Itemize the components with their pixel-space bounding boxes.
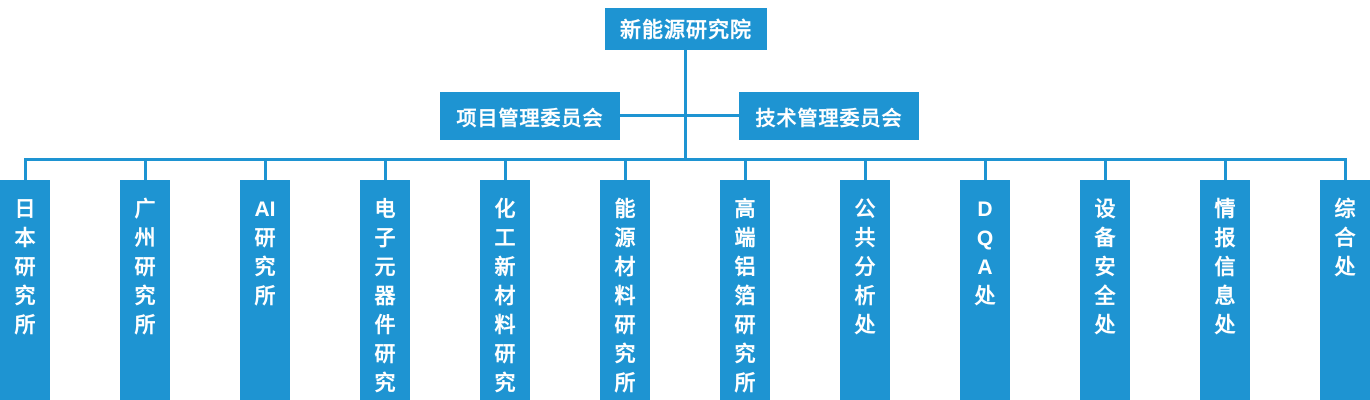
dept-label-char: 新 [494, 256, 516, 279]
dept-label-char: 材 [494, 285, 516, 308]
dept-label-char: 安 [1094, 256, 1116, 279]
dept-label-char: 铝 [734, 256, 756, 279]
dept-label-char: 分 [854, 256, 876, 279]
dept-label-char: 研 [494, 343, 516, 366]
dept-node-1: 日本研究所 [0, 180, 50, 400]
dept-label-char: 端 [734, 227, 756, 250]
connector-dept-drop [744, 158, 747, 181]
connector-dept-drop [384, 158, 387, 181]
dept-label-char: 源 [614, 227, 636, 250]
org-root-node: 新能源研究院 [605, 8, 767, 50]
dept-node-6: 能源材料研究所 [600, 180, 650, 400]
dept-label-char: 报 [1214, 227, 1236, 250]
dept-label-char: 综 [1334, 198, 1356, 221]
dept-label-char: 究 [374, 372, 396, 395]
dept-label-char: 究 [614, 343, 636, 366]
dept-label-char: 能 [614, 198, 636, 221]
dept-label-char: 广 [134, 198, 156, 221]
dept-label-char: 情 [1214, 198, 1236, 221]
dept-label-char: 研 [734, 314, 756, 337]
dept-label-char: 化 [494, 198, 516, 221]
dept-label-char: 所 [14, 314, 36, 337]
dept-node-12: 综合处 [1320, 180, 1370, 400]
dept-label-char: 日 [14, 198, 36, 221]
connector-dept-drop [864, 158, 867, 181]
connector-committee-horizontal [620, 114, 739, 117]
dept-label-char: 究 [734, 343, 756, 366]
dept-label-char: 料 [614, 285, 636, 308]
connector-dept-drop [984, 158, 987, 181]
committee-label: 技术管理委员会 [755, 107, 903, 130]
dept-label-char: 本 [14, 227, 36, 250]
dept-label-char: 合 [1334, 227, 1356, 250]
dept-label-char: AI [254, 198, 276, 221]
dept-label-char: 高 [734, 198, 756, 221]
dept-label-char: 处 [854, 314, 876, 337]
dept-label-char: 所 [614, 372, 636, 395]
dept-node-7: 高端铝箔研究所 [720, 180, 770, 400]
dept-label-char: 器 [374, 285, 396, 308]
dept-label-char: 子 [374, 227, 396, 250]
dept-label-char: 研 [254, 227, 276, 250]
dept-node-5: 化工新材料研究所 [480, 180, 530, 400]
dept-label-char: A [977, 256, 993, 279]
dept-node-4: 电子元器件研究所 [360, 180, 410, 400]
connector-dept-drop [1224, 158, 1227, 181]
dept-label-char: 处 [1094, 314, 1116, 337]
dept-label-char: 箔 [734, 285, 756, 308]
dept-label-char: 究 [494, 372, 516, 395]
dept-label-char: 处 [1334, 256, 1356, 279]
dept-label-char: 元 [374, 256, 396, 279]
dept-node-3: AI 研究所 [240, 180, 290, 400]
dept-label-char: 息 [1214, 285, 1236, 308]
committee-label: 项目管理委员会 [456, 107, 604, 130]
connector-dept-drop [504, 158, 507, 181]
dept-label-char: 处 [1214, 314, 1236, 337]
dept-label-char: 料 [494, 314, 516, 337]
dept-label-char: 所 [254, 285, 276, 308]
dept-node-10: 设备安全处 [1080, 180, 1130, 400]
dept-label-char: 研 [374, 343, 396, 366]
dept-label-char: 件 [374, 314, 396, 337]
connector-dept-drop [144, 158, 147, 181]
dept-label-char: 材 [614, 256, 636, 279]
connector-dept-drop [1344, 158, 1347, 181]
dept-label-char: 工 [494, 227, 516, 250]
dept-node-2: 广州研究所 [120, 180, 170, 400]
dept-label-char: 备 [1094, 227, 1116, 250]
dept-node-11: 情报信息处 [1200, 180, 1250, 400]
dept-label-char: 究 [254, 256, 276, 279]
dept-label-char: 处 [974, 285, 996, 308]
dept-label-char: 电 [374, 198, 396, 221]
committee-node-project-management: 项目管理委员会 [440, 92, 620, 140]
dept-label-char: 究 [134, 285, 156, 308]
org-root-label: 新能源研究院 [620, 19, 752, 42]
dept-label-char: 共 [854, 227, 876, 250]
connector-dept-drop [1104, 158, 1107, 181]
dept-label-char: 研 [614, 314, 636, 337]
dept-label-char: 究 [14, 285, 36, 308]
connector-root-vertical [684, 50, 687, 160]
committee-node-tech-management: 技术管理委员会 [739, 92, 919, 140]
dept-label-char: 研 [14, 256, 36, 279]
connector-dept-drop [264, 158, 267, 181]
connector-dept-drop [24, 158, 27, 181]
connector-dept-drop [624, 158, 627, 181]
dept-label-char: 州 [134, 227, 156, 250]
dept-label-char: 所 [734, 372, 756, 395]
dept-label-char: 公 [854, 198, 876, 221]
dept-label-char: 设 [1094, 198, 1116, 221]
dept-node-8: 公共分析处 [840, 180, 890, 400]
dept-label-char: 信 [1214, 256, 1236, 279]
dept-label-char: 所 [134, 314, 156, 337]
connector-main-horizontal [24, 158, 1347, 161]
dept-label-char: D [977, 198, 993, 221]
dept-label-char: 全 [1094, 285, 1116, 308]
dept-label-char: 析 [854, 285, 876, 308]
dept-label-char: Q [976, 227, 994, 250]
dept-label-char: 研 [134, 256, 156, 279]
